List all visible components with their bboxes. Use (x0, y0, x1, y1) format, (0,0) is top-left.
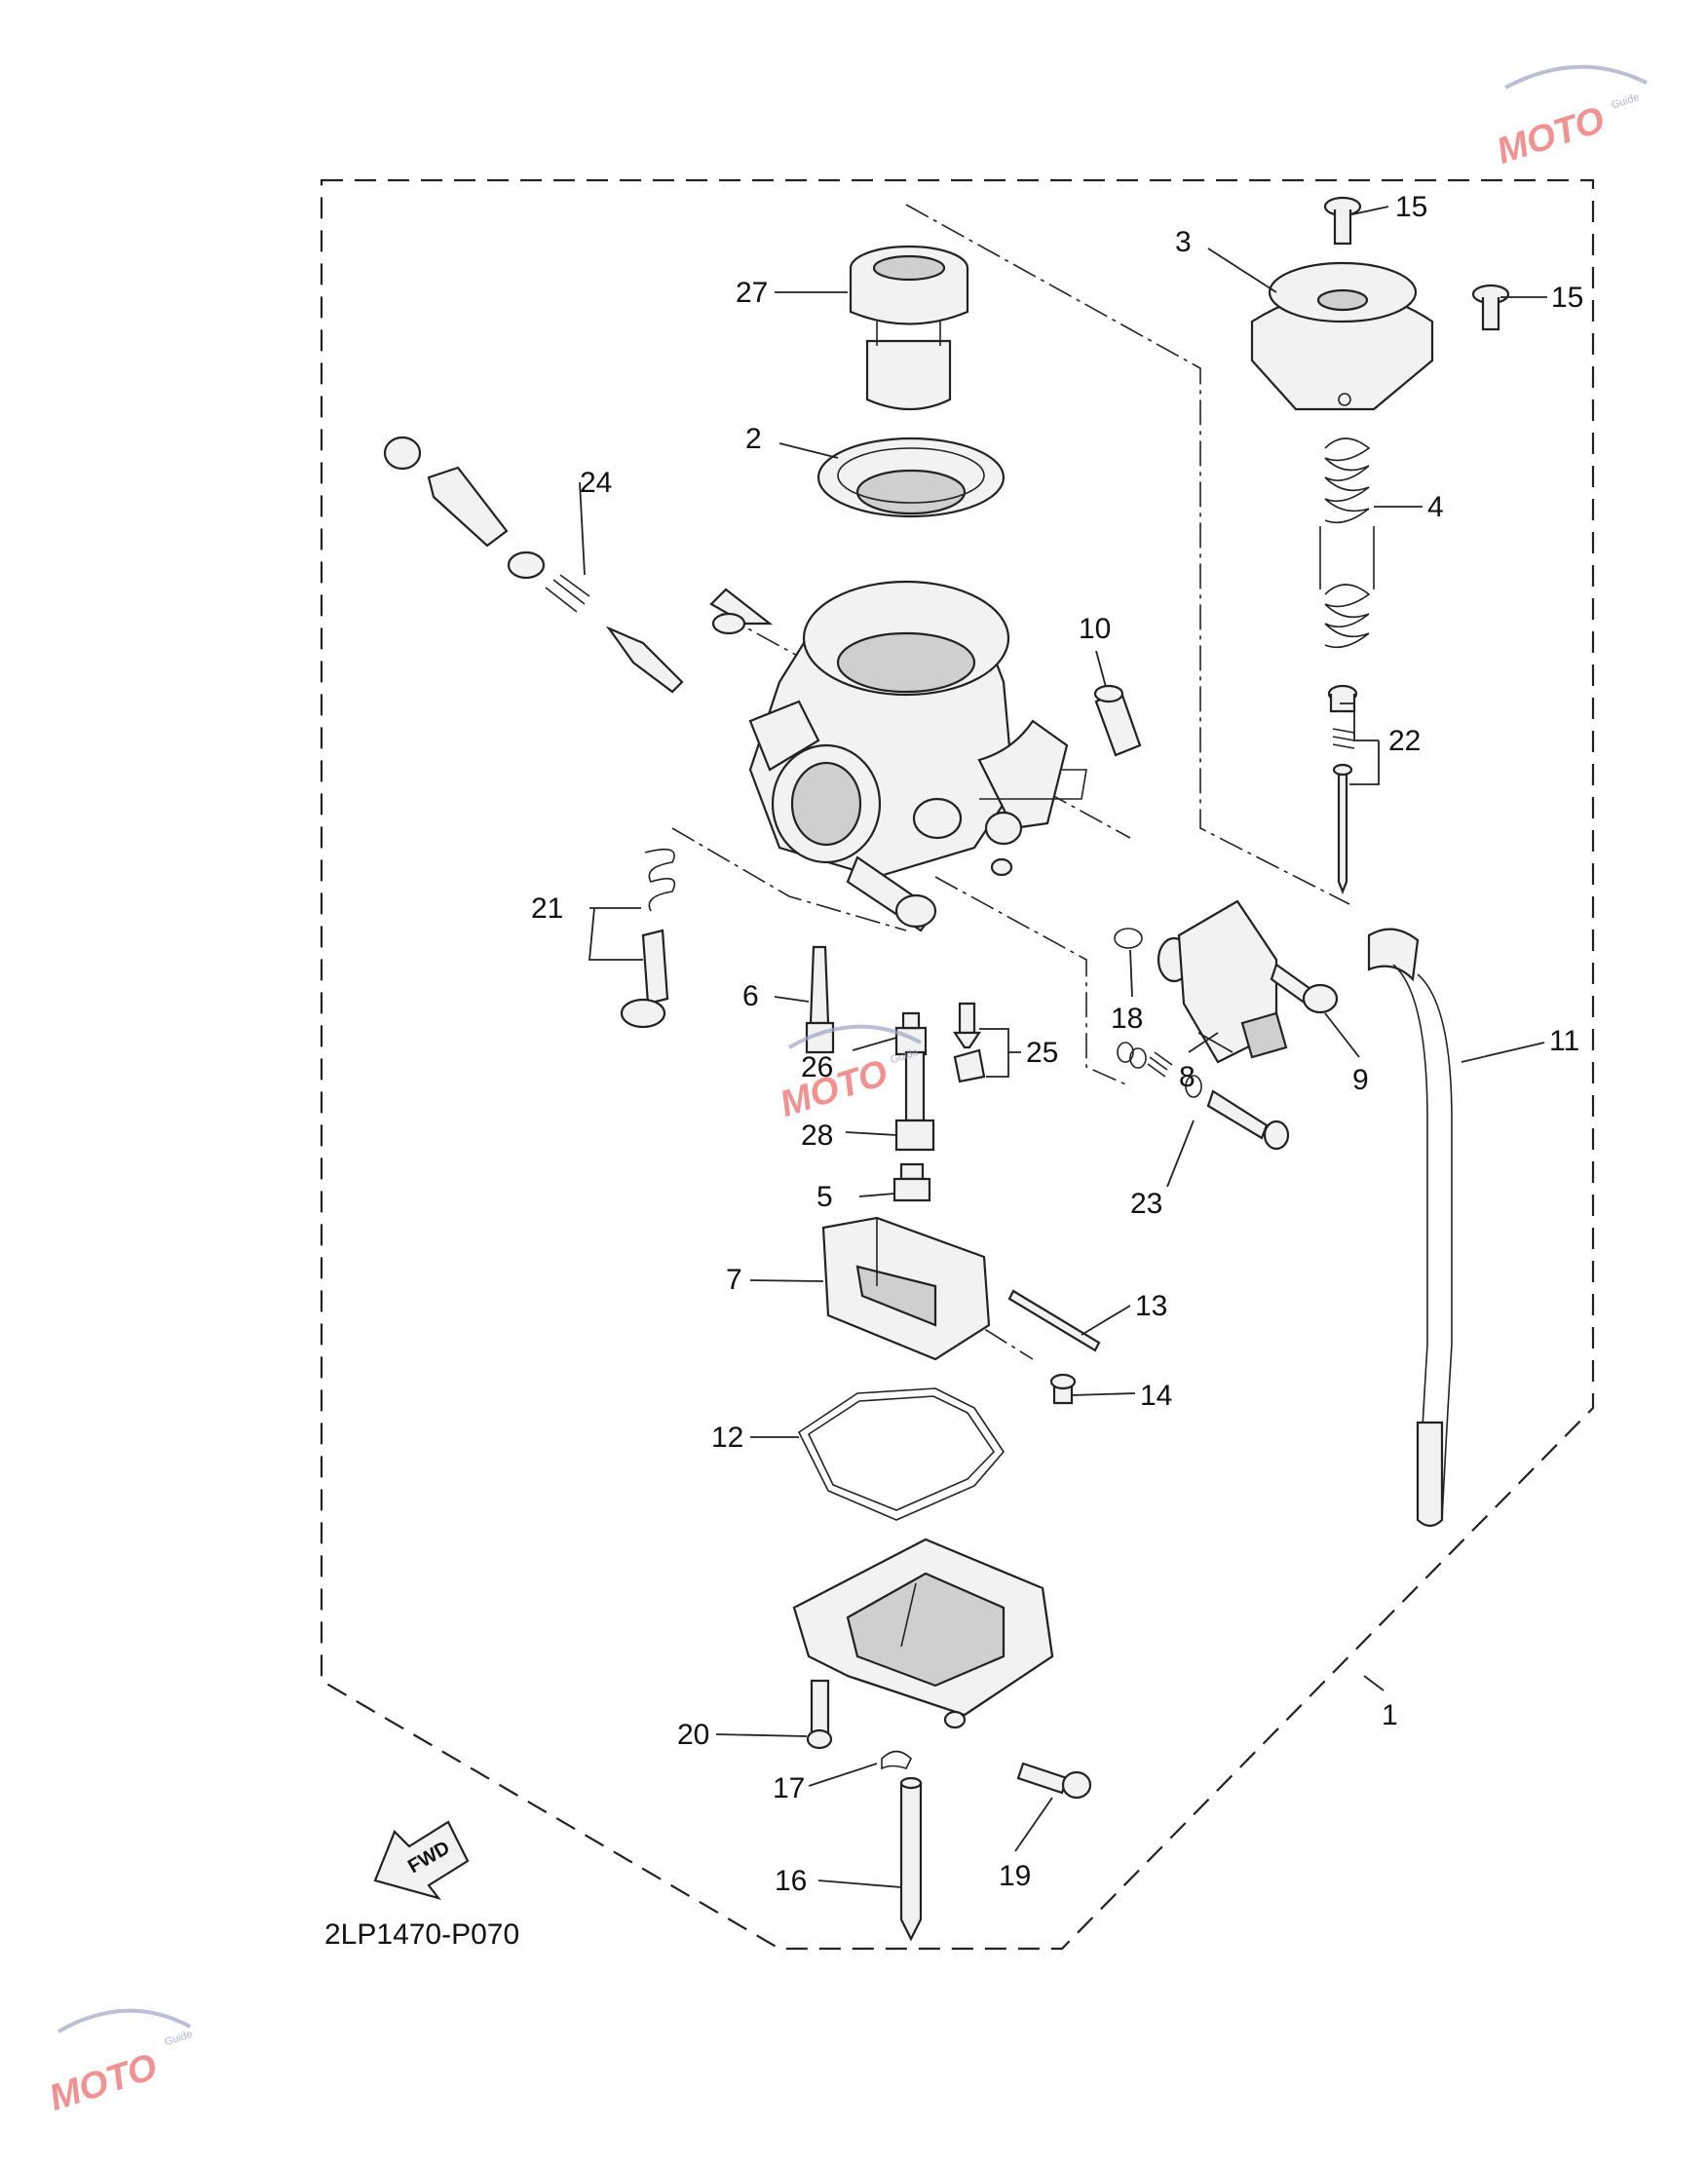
callout-labels: 1 2 3 4 5 6 7 8 9 10 11 12 13 14 15 15 1… (531, 191, 1583, 1897)
callout-19: 19 (999, 1860, 1031, 1892)
watermark-logo-top: MOTO Guide (1492, 64, 1648, 172)
drain-screw-part (1016, 1762, 1092, 1800)
float-chamber-gasket-inner (807, 1395, 996, 1511)
o-ring-part (1114, 928, 1143, 949)
leader-lines (579, 206, 1547, 1888)
callout-17: 17 (773, 1772, 805, 1804)
callout-10: 10 (1079, 613, 1111, 645)
callout-15-top: 15 (1395, 191, 1427, 223)
drain-hose-part (1367, 928, 1453, 1528)
assembly-boundary (320, 178, 1595, 1951)
float-part (821, 1216, 991, 1361)
callout-13: 13 (1135, 1290, 1167, 1322)
callout-23: 23 (1130, 1188, 1162, 1220)
needle-jet-holder-part (894, 1050, 935, 1152)
callout-14: 14 (1140, 1380, 1172, 1412)
starter-plunger-part (1157, 899, 1288, 1064)
svg-text:MOTO: MOTO (1492, 99, 1610, 172)
jet-needle-part (1327, 684, 1358, 894)
float-pin-part (1007, 1289, 1101, 1352)
callout-25: 25 (1026, 1037, 1058, 1069)
callout-7: 7 (726, 1264, 742, 1296)
throttle-stop-screw-part (620, 848, 676, 1029)
callout-12: 12 (711, 1422, 743, 1454)
top-cover-part (1250, 261, 1434, 411)
float-chamber-gasket-part (797, 1387, 1006, 1521)
callout-6: 6 (742, 980, 759, 1012)
throttle-slide-part (849, 245, 969, 411)
svg-text:Guide: Guide (163, 2029, 194, 2048)
callout-11: 11 (1549, 1025, 1579, 1057)
carburetor-body-part (709, 580, 1087, 932)
drain-tube-part (899, 1776, 923, 1942)
main-jet-part (892, 1162, 931, 1202)
clip-part (881, 1750, 912, 1770)
diagram-code: 2LP1470-P070 (324, 1918, 519, 1951)
callout-15-side: 15 (1551, 282, 1583, 314)
callout-20: 20 (677, 1719, 709, 1751)
float-chamber-part (792, 1538, 1054, 1729)
callout-27: 27 (736, 277, 768, 309)
vent-fitting-part (1093, 684, 1142, 757)
pin-screw-part (1049, 1373, 1077, 1405)
watermark-logo-bottom: MOTO Guide (45, 2008, 194, 2119)
callout-22: 22 (1388, 725, 1421, 757)
callout-3: 3 (1175, 226, 1192, 258)
callout-28: 28 (801, 1120, 833, 1152)
cover-screw-parts (1323, 196, 1510, 331)
svg-text:MOTO: MOTO (45, 2046, 163, 2119)
callout-1: 1 (1382, 1699, 1398, 1731)
callout-4: 4 (1427, 491, 1444, 523)
pilot-screw-part (383, 436, 684, 694)
callout-9: 9 (1352, 1064, 1369, 1096)
chamber-screw-part (806, 1679, 833, 1750)
callout-24: 24 (580, 467, 612, 499)
callout-21: 21 (531, 892, 563, 925)
svg-text:MOTO: MOTO (776, 1052, 893, 1125)
air-screw-part (1117, 1042, 1290, 1151)
callout-16: 16 (775, 1865, 807, 1897)
fwd-arrow-icon: FWD (373, 1820, 470, 1900)
callout-18: 18 (1111, 1003, 1143, 1035)
callout-5: 5 (816, 1181, 833, 1213)
diaphragm-part (816, 437, 1006, 518)
callout-2: 2 (745, 423, 762, 455)
callout-8: 8 (1179, 1061, 1196, 1093)
callout-26: 26 (801, 1051, 833, 1083)
float-valve-part (952, 1002, 986, 1083)
plunger-screw-part (1270, 963, 1339, 1014)
slide-spring-part (1319, 437, 1375, 649)
svg-text:Guide: Guide (1610, 92, 1641, 111)
